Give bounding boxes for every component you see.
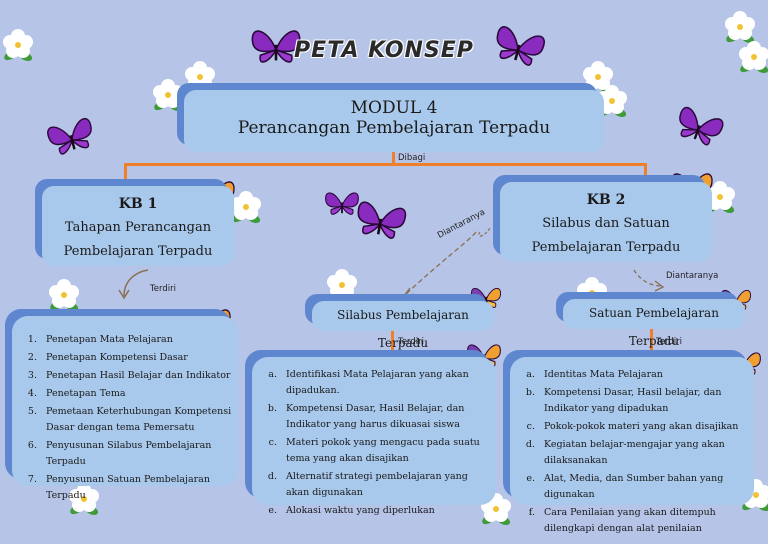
list-item: Penyusunan Silabus Pembelajaran Terpadu xyxy=(40,438,238,470)
arrow-icon xyxy=(633,269,663,287)
page-title: PETA KONSEP xyxy=(294,38,474,63)
list-item: Kegiatan belajar-mengajar yang akan dila… xyxy=(538,437,748,469)
arrow-icon xyxy=(403,231,477,297)
connector-line xyxy=(644,163,647,179)
connector-label-terdiri: Terdiri xyxy=(398,337,424,347)
butterfly-icon xyxy=(324,191,360,216)
connector-line xyxy=(650,328,653,352)
flower-icon xyxy=(326,269,358,303)
connector-label-terdiri: Terdiri xyxy=(150,284,176,294)
silabus-label: Silabus Pembelajaran Terpadu xyxy=(337,308,469,350)
satuan-box: Satuan Pembelajaran Terpadu xyxy=(563,299,745,348)
silabus-box: Silabus Pembelajaran Terpadu xyxy=(312,301,494,350)
connector-label-dibagi: Dibagi xyxy=(398,153,426,163)
flower-icon xyxy=(152,79,184,113)
connector-line xyxy=(124,163,127,182)
list-item: Penetapan Hasil Belajar dan Indikator xyxy=(40,368,238,384)
kb2-line1: Silabus dan Satuan xyxy=(542,216,670,231)
butterfly-icon xyxy=(672,104,726,150)
butterfly-icon xyxy=(353,199,408,242)
connector-line xyxy=(124,163,647,166)
list-item: Penyusunan Satuan Pembelajaran Terpadu xyxy=(40,472,238,504)
flower-icon xyxy=(230,191,262,225)
list-item: Pokok-pokok materi yang akan disajikan xyxy=(538,419,748,435)
list-item: Penetapan Tema xyxy=(40,386,238,402)
list-item: Alokasi waktu yang diperlukan xyxy=(280,503,490,519)
list-item: Penetapan Kompetensi Dasar xyxy=(40,350,238,366)
main-module-box: MODUL 4 Perancangan Pembelajaran Terpadu xyxy=(184,90,604,152)
butterfly-icon xyxy=(45,116,98,158)
list-item: Cara Penilaian yang akan ditempuh dileng… xyxy=(538,505,748,537)
connector-line xyxy=(391,330,394,352)
list-item: Alat, Media, dan Sumber bahan yang digun… xyxy=(538,471,748,503)
satuan-label: Satuan Pembelajaran Terpadu xyxy=(589,306,719,348)
kb2-box: KB 2 Silabus dan Satuan Pembelajaran Ter… xyxy=(500,182,712,262)
connector-label-diantaranya: Diantaranya xyxy=(666,271,719,281)
list-item: Identitas Mata Pelajaran xyxy=(538,367,748,383)
silabus-items-list: Identifikasi Mata Pelajaran yang akan di… xyxy=(252,357,496,516)
kb1-box: KB 1 Tahapan Perancangan Pembelajaran Te… xyxy=(42,186,234,266)
list-item: Penetapan Mata Pelajaran xyxy=(40,332,238,348)
module-number: MODUL 4 xyxy=(350,98,438,118)
kb2-line2: Pembelajaran Terpadu xyxy=(531,240,681,255)
list-item: Identifikasi Mata Pelajaran yang akan di… xyxy=(280,367,490,399)
kb2-heading: KB 2 xyxy=(586,192,626,208)
connector-label-terdiri: Terdiri xyxy=(656,337,682,347)
kb1-heading: KB 1 xyxy=(118,196,158,212)
kb1-line2: Pembelajaran Terpadu xyxy=(63,244,213,259)
list-item: Alternatif strategi pembelajaran yang ak… xyxy=(280,469,490,501)
arrow-icon xyxy=(123,269,149,297)
connector-line xyxy=(392,152,395,164)
module-title: Perancangan Pembelajaran Terpadu xyxy=(237,118,551,138)
list-item: Materi pokok yang mengacu pada suatu tem… xyxy=(280,435,490,467)
kb1-line1: Tahapan Perancangan xyxy=(64,220,212,235)
kb1-steps-list: Penetapan Mata Pelajaran Penetapan Kompe… xyxy=(12,316,238,501)
flower-icon xyxy=(48,279,80,313)
list-item: Pemetaan Keterhubungan Kompetensi Dasar … xyxy=(40,404,238,436)
list-item: Kompetensi Dasar, Hasil Belajar, dan Ind… xyxy=(280,401,490,433)
satuan-items-list: Identitas Mata Pelajaran Kompetensi Dasa… xyxy=(510,357,754,534)
list-item: Kompetensi Dasar, Hasil belajar, dan Ind… xyxy=(538,385,748,417)
